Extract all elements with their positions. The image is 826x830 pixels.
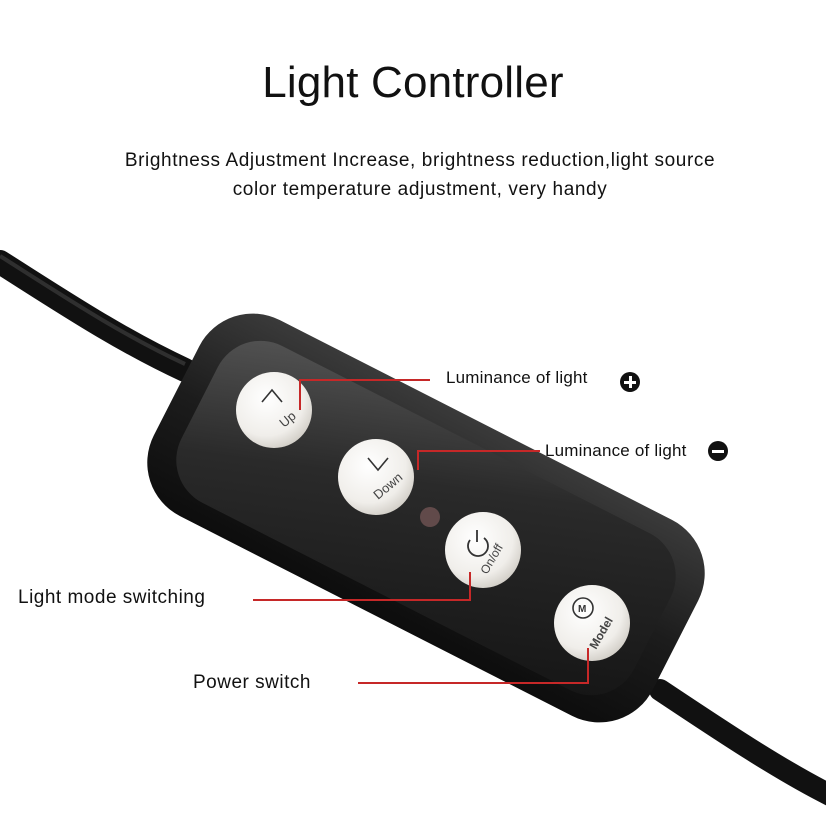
minus-circle-icon bbox=[708, 441, 728, 461]
leader-lines bbox=[253, 379, 589, 684]
callout-brightness-down: Luminance of light bbox=[545, 441, 687, 460]
up-button[interactable]: Up bbox=[236, 372, 312, 448]
indicator-led bbox=[420, 507, 440, 527]
page-subtitle: Brightness Adjustment Increase, brightne… bbox=[60, 146, 780, 204]
onoff-button[interactable]: On/off bbox=[445, 512, 521, 588]
callout-brightness-up: Luminance of light bbox=[446, 368, 588, 387]
down-leader bbox=[417, 450, 540, 470]
power-icon bbox=[467, 530, 489, 557]
callout-mode-switch: Light mode switching bbox=[18, 587, 206, 608]
plus-circle-icon bbox=[620, 372, 640, 392]
page-title: Light Controller bbox=[262, 58, 564, 107]
model-badge: M bbox=[578, 604, 586, 615]
subtitle-line-1: Brightness Adjustment Increase, brightne… bbox=[124, 150, 716, 171]
down-button[interactable]: Down bbox=[338, 439, 414, 515]
mode-leader bbox=[253, 572, 471, 601]
up-leader bbox=[299, 379, 430, 410]
model-button[interactable]: M Model bbox=[554, 585, 630, 661]
callout-power-switch: Power switch bbox=[193, 672, 311, 693]
subtitle-line-2: color temperature adjustment, very handy bbox=[232, 179, 608, 200]
right-cable bbox=[649, 679, 826, 806]
left-cable bbox=[0, 250, 197, 382]
power-leader bbox=[358, 648, 589, 684]
